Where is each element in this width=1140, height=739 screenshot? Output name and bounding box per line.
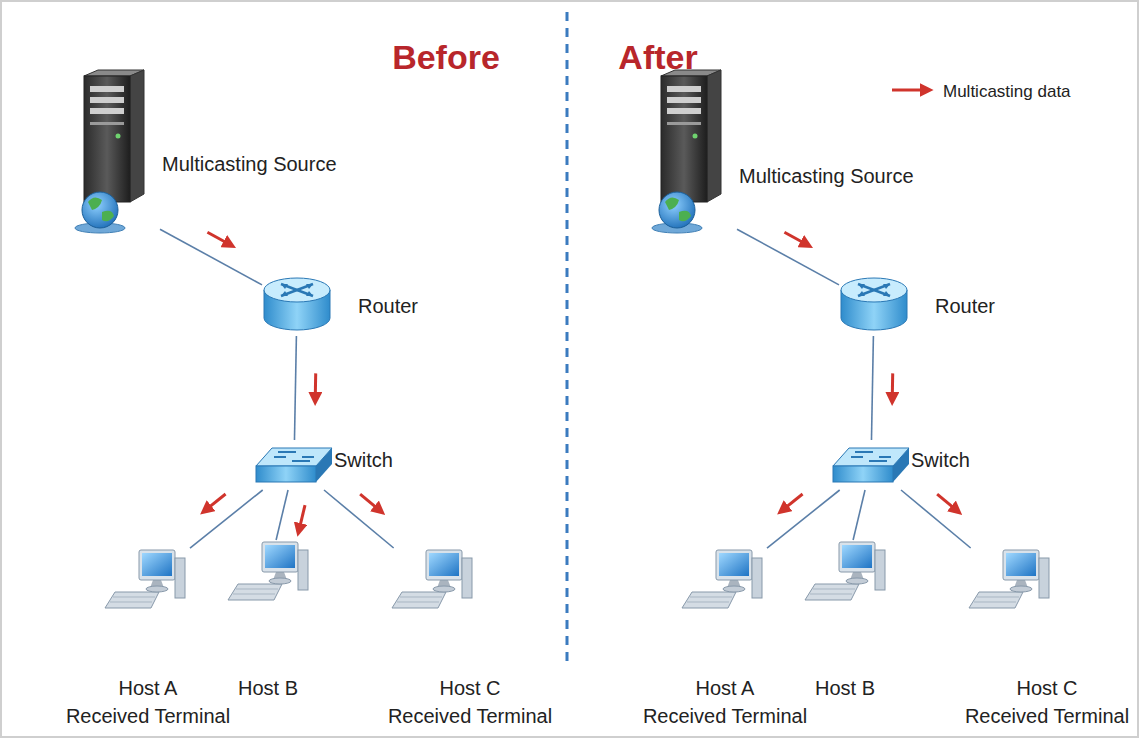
network-link (901, 490, 971, 548)
flow-arrow (299, 505, 305, 531)
device-label: Host B (815, 678, 875, 698)
network-link (853, 490, 865, 540)
switch-node: Switch (256, 440, 332, 490)
host-node: Host AReceived Terminal (682, 548, 767, 616)
flow-arrow (937, 494, 958, 511)
host-node: Host B (228, 540, 308, 608)
flow-arrow (360, 494, 381, 511)
server-icon (647, 70, 737, 235)
switch-icon (833, 440, 909, 490)
device-label: Host A (696, 678, 755, 698)
host-icon (805, 540, 885, 608)
host-icon (228, 540, 308, 608)
panel-heading: After (618, 40, 697, 74)
panel-heading: Before (392, 40, 500, 74)
host-icon (682, 548, 767, 616)
flow-arrow (207, 232, 231, 245)
host-icon (969, 548, 1054, 616)
host-node: Host CReceived Terminal (392, 548, 477, 616)
network-link (767, 490, 840, 548)
device-label: Multicasting Source (162, 154, 337, 174)
legend-label: Multicasting data (943, 83, 1071, 100)
legend-entry: Multicasting data (888, 80, 1128, 104)
router-node: Router (839, 272, 909, 336)
router-node: Router (262, 272, 332, 336)
flow-arrow (784, 232, 808, 245)
host-node: Host B (805, 540, 885, 608)
device-label: Router (358, 296, 418, 316)
device-role: Received Terminal (965, 706, 1129, 726)
flow-arrow (891, 373, 895, 400)
server-node: Multicasting Source (647, 70, 737, 235)
network-link (324, 490, 394, 548)
device-label: Router (935, 296, 995, 316)
device-label: Host A (119, 678, 178, 698)
router-icon (839, 272, 909, 336)
device-role: Received Terminal (643, 706, 807, 726)
legend-sample (888, 80, 938, 100)
flow-arrow (204, 494, 225, 511)
server-icon (70, 70, 160, 235)
device-role: Received Terminal (66, 706, 230, 726)
network-link (160, 229, 262, 285)
flow-arrow (314, 373, 318, 400)
host-node: Host CReceived Terminal (969, 548, 1054, 616)
device-label: Host B (238, 678, 298, 698)
flow-arrow (781, 494, 802, 511)
divider-line (566, 12, 569, 662)
network-link (276, 490, 288, 540)
network-link (871, 336, 873, 440)
device-label: Multicasting Source (739, 166, 914, 186)
device-label: Switch (911, 450, 970, 470)
server-node: Multicasting Source (70, 70, 160, 235)
network-link (737, 229, 839, 285)
switch-icon (256, 440, 332, 490)
switch-node: Switch (833, 440, 909, 490)
device-label: Host C (1016, 678, 1077, 698)
router-icon (262, 272, 332, 336)
host-icon (105, 548, 190, 616)
host-node: Host AReceived Terminal (105, 548, 190, 616)
device-role: Received Terminal (388, 706, 552, 726)
network-link (190, 490, 263, 548)
device-label: Host C (439, 678, 500, 698)
device-label: Switch (334, 450, 393, 470)
network-link (294, 336, 296, 440)
host-icon (392, 548, 477, 616)
